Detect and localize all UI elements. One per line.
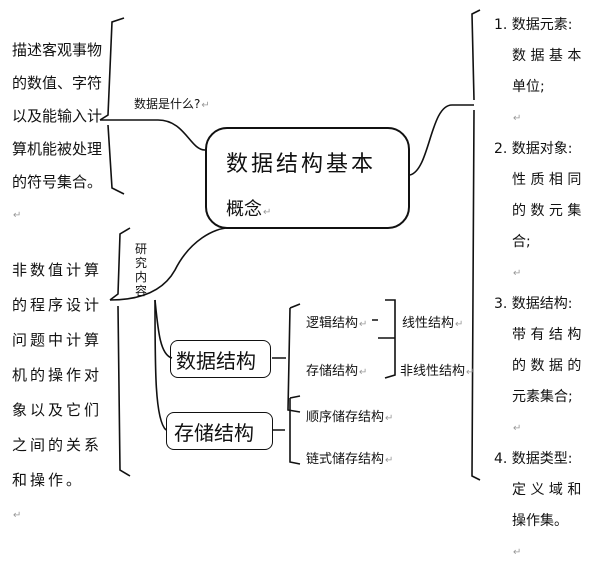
right-line: 操作集。↵	[494, 506, 581, 568]
right-line: 的 数 据 的	[512, 358, 582, 374]
data-structure-box	[170, 340, 271, 378]
return-mark: ↵	[455, 319, 464, 330]
storage-structure-box	[166, 412, 273, 450]
linked-storage: 链式储存结构↵	[306, 452, 394, 467]
linear-structure: 线性结构↵	[402, 316, 464, 331]
left-def-line: 描述客观事物	[12, 41, 103, 59]
right-line: 2. 数据对象:	[494, 141, 573, 157]
left-research: 非数值计算 的程序设计 问题中计算 机的操作对 象以及它们 之间的关系 和操作。…	[12, 253, 102, 533]
nonlinear-structure: 非线性结构↵	[400, 364, 475, 379]
return-mark: ↵	[466, 367, 475, 378]
research-line: 机的操作对	[12, 366, 103, 384]
left-def-line: 的符号集合。↵	[12, 166, 102, 232]
right-line: 单位;↵	[494, 72, 581, 134]
right-line: 元素集合;↵	[494, 382, 581, 444]
research-line: 象以及它们	[12, 401, 103, 419]
central-title-line2: 概念↵	[226, 199, 272, 220]
right-line: 定 义 域 和	[512, 482, 582, 498]
research-line: 和操作。↵	[12, 463, 102, 533]
research-line: 之间的关系	[12, 436, 103, 454]
research-label: 研究内容	[134, 242, 147, 298]
return-mark: ↵	[13, 510, 25, 521]
right-line: 的 数 元 集	[512, 203, 582, 219]
research-line: 的程序设计	[12, 296, 103, 314]
brace-right	[409, 9, 481, 481]
right-line: 3. 数据结构:	[494, 296, 573, 312]
return-mark: ↵	[513, 423, 522, 434]
sequential-storage: 顺序储存结构↵	[306, 410, 394, 425]
return-mark: ↵	[263, 207, 272, 218]
right-line: 4. 数据类型:	[494, 451, 573, 467]
return-mark: ↵	[385, 413, 394, 424]
brace-definition	[99, 17, 125, 195]
data-structure-title: 数据结构	[176, 349, 256, 373]
central-node-box	[205, 127, 410, 229]
storage-structure-node: 存储结构↵	[306, 364, 368, 379]
brace-ds	[272, 303, 301, 413]
brace-research	[109, 227, 131, 477]
right-line: 合;↵	[494, 227, 581, 289]
branch-research	[109, 227, 229, 301]
branch-question	[100, 119, 206, 151]
right-line: 性 质 相 同	[512, 172, 582, 188]
right-line: 带 有 结 构	[512, 327, 582, 343]
research-line: 问题中计算	[12, 331, 103, 349]
storage-structure-title: 存储结构	[174, 421, 254, 445]
logical-structure: 逻辑结构↵	[306, 316, 368, 331]
left-definition: 描述客观事物 的数值、字符 以及能输入计 算机能被处理 的符号集合。↵	[12, 34, 102, 232]
return-mark: ↵	[513, 547, 522, 558]
return-mark: ↵	[359, 319, 368, 330]
return-mark: ↵	[201, 100, 210, 111]
research-line: 非数值计算	[12, 261, 103, 279]
return-mark: ↵	[13, 210, 22, 221]
return-mark: ↵	[385, 455, 394, 466]
left-def-line: 的数值、字符	[12, 74, 103, 92]
return-mark: ↵	[513, 113, 522, 124]
brace-linear	[372, 299, 396, 379]
left-def-line: 算机能被处理	[12, 140, 103, 158]
branch-ss	[154, 299, 167, 431]
return-mark: ↵	[359, 367, 368, 378]
return-mark: ↵	[513, 268, 522, 279]
brace-ss	[273, 395, 301, 465]
central-title-line1: 数据结构基本	[226, 152, 377, 177]
connector-lines	[99, 9, 481, 481]
right-line: 1. 数据元素:	[494, 17, 573, 33]
left-def-line: 以及能输入计	[12, 107, 103, 125]
right-list: 1. 数据元素: 数 据 基 本 单位;↵ 2. 数据对象: 性 质 相 同 的…	[494, 10, 581, 568]
question-label: 数据是什么?↵	[134, 97, 210, 111]
branch-ds	[154, 299, 173, 359]
right-line: 数 据 基 本	[512, 48, 582, 64]
